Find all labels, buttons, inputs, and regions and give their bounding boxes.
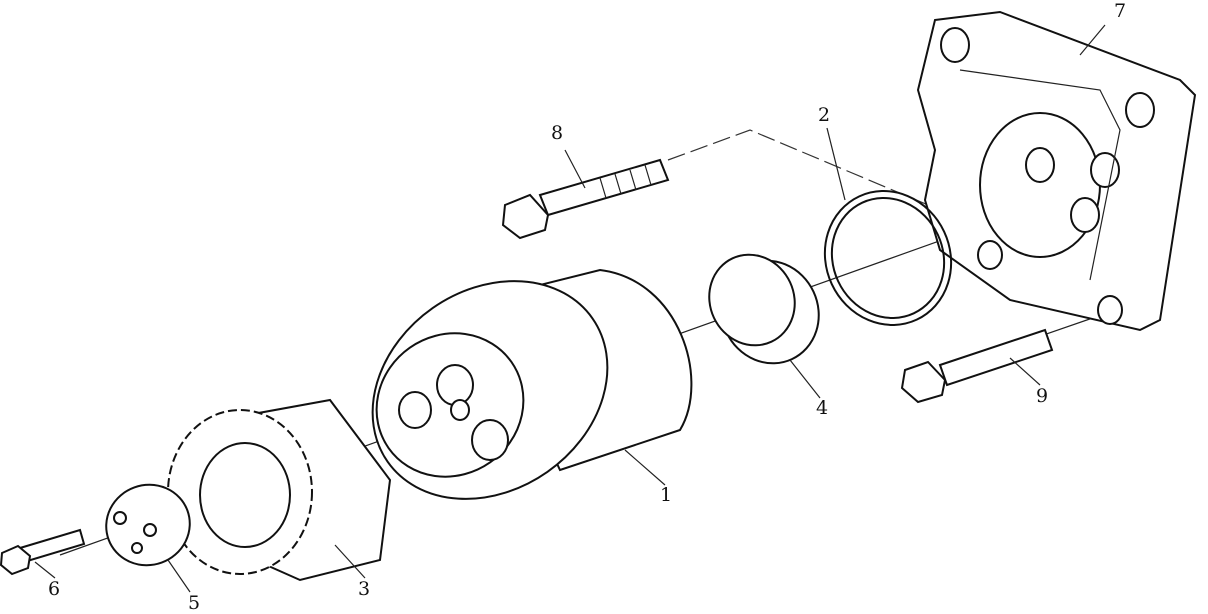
callout-7: 7 — [1114, 0, 1127, 22]
leader-lines — [34, 24, 1106, 593]
callout-3: 3 — [358, 578, 371, 600]
callout-8: 8 — [551, 122, 564, 144]
part-8-bolt — [501, 158, 670, 240]
callout-4: 4 — [816, 397, 829, 419]
callout-2: 2 — [818, 104, 831, 126]
part-2-o-ring — [823, 190, 953, 326]
callout-6: 6 — [48, 578, 61, 600]
part-1-gear-carrier — [371, 268, 693, 500]
callout-9: 9 — [1036, 385, 1049, 407]
callout-5: 5 — [188, 592, 201, 614]
part-3-spur-gear — [167, 398, 392, 582]
part-7-housing — [916, 10, 1197, 332]
part-9-bolt — [900, 328, 1054, 404]
part-6-bolt — [0, 528, 86, 576]
part-5-retainer-plate — [105, 483, 191, 567]
part-4-bushing — [708, 253, 820, 365]
callout-1: 1 — [660, 484, 673, 506]
